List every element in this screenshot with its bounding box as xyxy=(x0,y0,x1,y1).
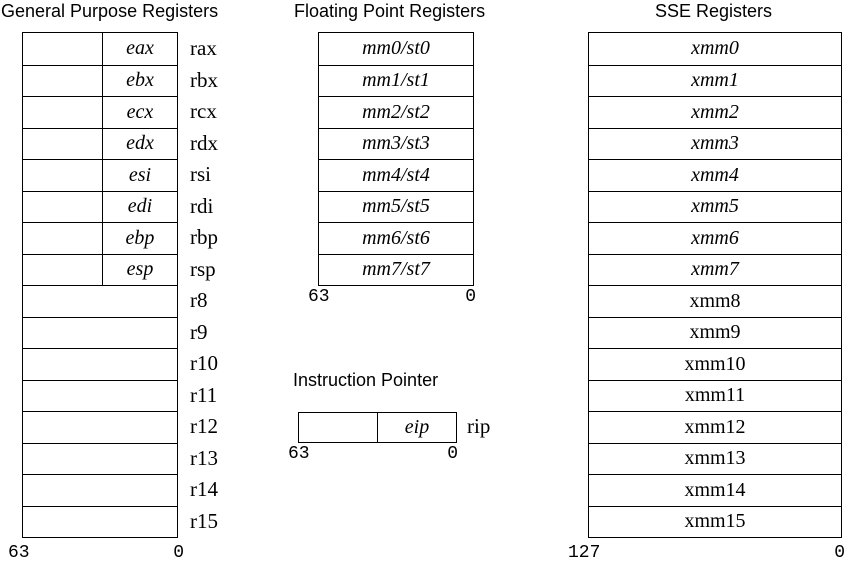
gp-register-row: edi xyxy=(23,190,177,223)
gp-bit-range: 63 0 xyxy=(8,543,184,563)
gp-register-label: r9 xyxy=(190,319,208,344)
sse-register-row: xmm5 xyxy=(589,190,841,223)
gp-register-row xyxy=(23,442,177,475)
gp-section-title: General Purpose Registers xyxy=(1,1,219,21)
gp-high32-cell xyxy=(23,223,102,254)
gp-register-label: rax xyxy=(190,36,217,60)
fp-bit-range: 63 0 xyxy=(308,287,476,307)
gp-register-row xyxy=(23,379,177,412)
gp-low32-cell: ebx xyxy=(102,65,177,96)
gp-register-row: edx xyxy=(23,127,177,160)
gp-register-label: rbp xyxy=(190,225,218,249)
fp-register-row: mm1/st1 xyxy=(319,64,473,97)
fp-register-row: mm7/st7 xyxy=(319,253,473,286)
gp-high32-cell xyxy=(23,160,102,191)
gp-register-label: r8 xyxy=(190,288,208,312)
sse-register-row: xmm7 xyxy=(589,253,841,286)
sse-register-row: xmm4 xyxy=(589,159,841,191)
gp-high32-cell xyxy=(23,255,102,286)
sse-register-row: xmm1 xyxy=(589,64,841,97)
ip-register-label: rip xyxy=(467,414,491,438)
fp-register-row: mm4/st4 xyxy=(319,159,473,191)
gp-low32-cell: edi xyxy=(102,191,177,222)
sse-register-row: xmm2 xyxy=(589,96,841,128)
gp-low32-cell: ecx xyxy=(102,97,177,128)
gp-register-label: r15 xyxy=(190,508,218,533)
sse-register-row: xmm9 xyxy=(589,316,841,349)
sse-register-row: xmm10 xyxy=(589,348,841,380)
gp-register-table: eax ebx ecx edx esi edi ebp esp xyxy=(22,32,178,538)
gp-register-label: rdx xyxy=(190,130,218,155)
gp-register-label: rsi xyxy=(190,162,211,186)
fp-register-row: mm2/st2 xyxy=(319,96,473,128)
gp-register-label: r11 xyxy=(190,382,218,407)
fp-section-title: Floating Point Registers xyxy=(294,1,486,21)
sse-register-row: xmm8 xyxy=(589,285,841,317)
sse-register-row: xmm15 xyxy=(589,505,841,538)
gp-register-label: rbx xyxy=(190,67,218,92)
gp-low32-cell: eax xyxy=(102,33,177,65)
fp-register-table: mm0/st0 mm1/st1 mm2/st2 mm3/st3 mm4/st4 … xyxy=(318,32,474,286)
fp-register-row: mm3/st3 xyxy=(319,127,473,160)
gp-high32-cell xyxy=(23,129,102,160)
gp-high32-cell xyxy=(23,66,102,97)
fp-bit-low: 0 xyxy=(465,287,476,307)
gp-low32-cell: edx xyxy=(102,128,177,159)
gp-register-label: rdi xyxy=(190,193,214,218)
gp-register-row: ecx xyxy=(23,96,177,128)
sse-register-row: xmm0 xyxy=(691,37,739,60)
gp-label-column: rax rbx rcx rdx rsi rdi rbp rsp r8 r9 r1… xyxy=(190,33,218,537)
gp-bit-low: 0 xyxy=(173,543,184,563)
gp-high32-cell xyxy=(23,33,102,65)
gp-high32-cell xyxy=(23,192,102,223)
fp-bit-high: 63 xyxy=(308,287,330,307)
gp-low32-cell: esi xyxy=(102,160,177,191)
gp-register-row: esp xyxy=(23,253,177,286)
gp-register-row xyxy=(23,411,177,443)
fp-register-row: mm0/st0 xyxy=(362,37,430,60)
gp-register-row xyxy=(23,285,177,317)
gp-bit-high: 63 xyxy=(8,543,30,563)
sse-bit-low: 0 xyxy=(834,543,845,563)
sse-section-title: SSE Registers xyxy=(655,1,773,21)
gp-register-label: r14 xyxy=(190,477,218,501)
sse-register-row: xmm14 xyxy=(589,474,841,506)
ip-bit-high: 63 xyxy=(288,444,310,464)
sse-bit-range: 127 0 xyxy=(568,543,845,563)
fp-register-row: mm5/st5 xyxy=(319,190,473,223)
gp-register-label: rsp xyxy=(190,256,216,281)
gp-register-row xyxy=(23,316,177,349)
sse-register-row: xmm11 xyxy=(589,379,841,412)
ip-high32-cell xyxy=(299,413,377,442)
ip-bit-low: 0 xyxy=(447,444,458,464)
gp-register-label: r10 xyxy=(190,351,218,375)
gp-register-row xyxy=(23,348,177,380)
sse-bit-high: 127 xyxy=(568,543,601,563)
gp-register-row: eax xyxy=(23,33,177,65)
sse-register-row: xmm6 xyxy=(589,222,841,254)
gp-register-label: r13 xyxy=(190,445,218,470)
fp-register-row: mm6/st6 xyxy=(319,222,473,254)
gp-register-row xyxy=(23,474,177,506)
ip-section-title: Instruction Pointer xyxy=(293,370,439,390)
sse-register-row: xmm3 xyxy=(589,127,841,160)
gp-register-row xyxy=(23,505,177,538)
gp-register-label: rcx xyxy=(190,99,217,123)
sse-register-row: xmm12 xyxy=(589,411,841,443)
ip-register-box: eip xyxy=(298,412,457,443)
ip-low32-cell: eip xyxy=(377,413,456,442)
gp-register-row: ebp xyxy=(23,222,177,254)
gp-register-row: esi xyxy=(23,159,177,191)
gp-low32-cell: esp xyxy=(102,254,177,285)
gp-register-label: r12 xyxy=(190,414,218,438)
sse-register-row: xmm13 xyxy=(589,442,841,475)
sse-register-table: xmm0 xmm1 xmm2 xmm3 xmm4 xmm5 xmm6 xmm7 … xyxy=(588,32,842,538)
ip-bit-range: 63 0 xyxy=(288,444,458,464)
gp-low32-cell: ebp xyxy=(102,223,177,254)
gp-register-row: ebx xyxy=(23,64,177,97)
gp-high32-cell xyxy=(23,97,102,128)
